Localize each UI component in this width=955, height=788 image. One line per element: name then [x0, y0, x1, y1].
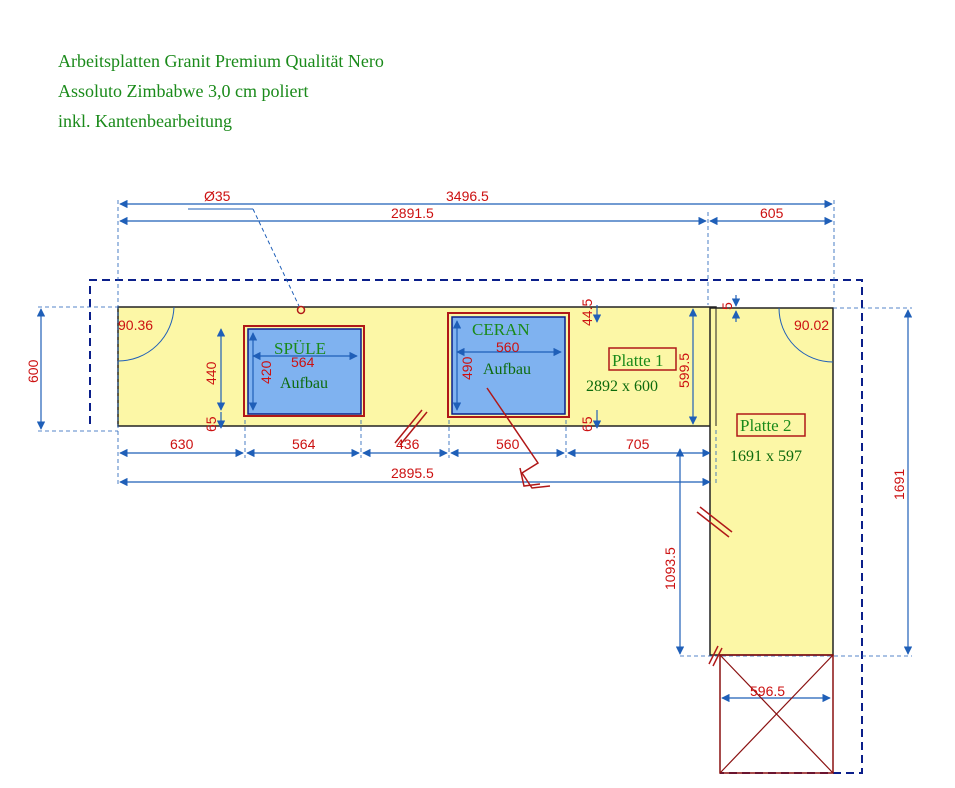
- dim-top-width: 2891.5: [391, 205, 434, 221]
- title-line-material: Arbeitsplatten Granit Premium Qualität N…: [58, 51, 384, 71]
- sink-mount-label: Aufbau: [280, 375, 328, 392]
- radius-arc-left: [117, 306, 175, 362]
- title-line-edge: inkl. Kantenbearbeitung: [58, 111, 232, 131]
- dim-ceran-front-gap: 65: [579, 416, 595, 432]
- dim-right-width: 605: [760, 205, 784, 221]
- sink-cutout: [247, 328, 362, 415]
- plate1-size: 2892 x 600: [586, 378, 658, 395]
- plate2-label-box: [736, 413, 806, 437]
- dim-bottom-total: 2895.5: [391, 465, 434, 481]
- dim-radius-right: 90.02: [794, 317, 829, 333]
- plate2-size: 1691 x 597: [730, 448, 802, 465]
- dim-seg-3: 436: [396, 436, 420, 452]
- plate2-label: Platte 2: [740, 416, 791, 435]
- dim-plate2-bottom-width: 596.5: [750, 683, 785, 699]
- dim-depth-right: 599.5: [676, 353, 692, 388]
- sink-label: SPÜLE: [274, 339, 326, 358]
- dim-sink-inner-width: 564: [291, 354, 315, 370]
- sink-outline: [243, 325, 365, 417]
- dim-seg-2: 564: [292, 436, 316, 452]
- dim-depth-left: 600: [25, 359, 41, 383]
- dim-hole-diameter: Ø35: [204, 188, 231, 204]
- plate1-label-box: [608, 347, 677, 371]
- dim-seg-1: 630: [170, 436, 194, 452]
- plate1-label: Platte 1: [612, 351, 663, 370]
- dim-seg-5: 705: [626, 436, 650, 452]
- dim-ceran-depth: 490: [459, 356, 475, 380]
- plate2-slab: [709, 307, 834, 656]
- ceran-mount-label: Aufbau: [483, 361, 531, 378]
- dim-top-gap: 44.5: [579, 299, 595, 326]
- corner-cabinet: [719, 654, 834, 774]
- dim-plate2-inner-height: 1093.5: [662, 547, 678, 590]
- dim-sink-front-gap: 65: [203, 416, 219, 432]
- ceran-cutout: [451, 316, 566, 415]
- title-block: Arbeitsplatten Granit Premium Qualität N…: [58, 46, 384, 136]
- title-line-finish: Assoluto Zimbabwe 3,0 cm poliert: [58, 81, 309, 101]
- dim-plate2-total-height: 1691: [891, 469, 907, 500]
- dim-radius-left: 90.36: [118, 317, 153, 333]
- dim-sink-inner-depth: 420: [258, 360, 274, 384]
- tap-hole: [296, 305, 306, 315]
- dim-seg-4: 560: [496, 436, 520, 452]
- ceran-outline: [447, 312, 570, 418]
- dim-ceran-inner-width: 560: [496, 339, 520, 355]
- dim-join-gap: 5: [719, 302, 735, 310]
- ceran-label: CERAN: [472, 320, 530, 339]
- dim-total-width: 3496.5: [446, 188, 489, 204]
- radius-arc-right: [778, 307, 834, 363]
- dim-sink-depth: 440: [203, 361, 219, 385]
